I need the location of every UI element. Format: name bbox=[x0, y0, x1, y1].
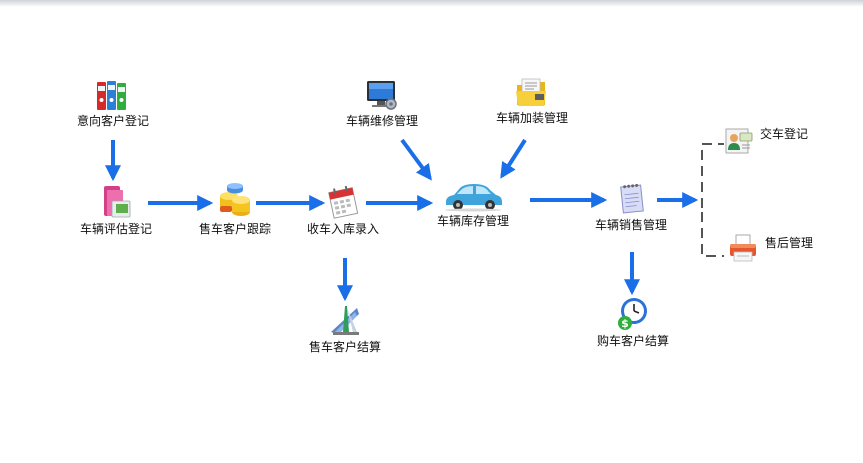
binders-icon bbox=[97, 81, 126, 110]
label-vehicle-repair-management: 车辆维修管理 bbox=[345, 114, 418, 128]
label-intent-customer-register: 意向客户登记 bbox=[76, 114, 149, 128]
arrow-repair-to-inventory bbox=[400, 138, 432, 181]
label-vehicle-inventory-management: 车辆库存管理 bbox=[436, 214, 509, 228]
calendar-icon bbox=[328, 185, 359, 219]
node-purchase-customer-settlement[interactable]: $ 购车客户结算 bbox=[592, 296, 674, 348]
label-vehicle-sales-management: 车辆销售管理 bbox=[594, 218, 667, 232]
label-vehicle-intake-entry: 收车入库录入 bbox=[306, 222, 379, 236]
node-vehicle-repair-management[interactable]: 车辆维修管理 bbox=[341, 78, 423, 128]
notepad-icon bbox=[620, 183, 644, 214]
dashed-branch-delivery bbox=[701, 143, 724, 208]
label-after-sales-management: 售后管理 bbox=[765, 236, 814, 250]
node-vehicle-intake-entry[interactable]: 收车入库录入 bbox=[302, 184, 384, 236]
node-vehicle-addon-management[interactable]: 车辆加装管理 bbox=[491, 77, 573, 125]
dashed-branch-aftersales bbox=[701, 212, 724, 257]
drafting-tools-icon bbox=[331, 306, 359, 335]
window-top-edge bbox=[0, 0, 863, 7]
label-sales-customer-tracking: 售车客户跟踪 bbox=[198, 222, 271, 236]
label-sales-customer-settlement: 售车客户结算 bbox=[308, 340, 381, 354]
database-coins-icon bbox=[220, 183, 250, 216]
node-sales-customer-tracking[interactable]: 售车客户跟踪 bbox=[195, 182, 275, 236]
contact-card-icon bbox=[725, 128, 753, 154]
node-sales-customer-settlement[interactable]: 售车客户结算 bbox=[304, 302, 386, 354]
node-intent-customer-register[interactable]: 意向客户登记 bbox=[73, 78, 153, 128]
label-vehicle-addon-management: 车辆加装管理 bbox=[495, 111, 568, 125]
printer-icon bbox=[730, 234, 756, 262]
svg-text:$: $ bbox=[621, 317, 629, 330]
arrow-addon-to-inventory bbox=[500, 138, 527, 179]
node-vehicle-inventory-management[interactable]: 车辆库存管理 bbox=[432, 182, 514, 228]
clock-money-icon: $ bbox=[618, 298, 647, 330]
car-icon bbox=[445, 184, 502, 212]
label-purchase-customer-settlement: 购车客户结算 bbox=[596, 334, 669, 348]
label-vehicle-evaluation-register: 车辆评估登记 bbox=[79, 222, 152, 236]
monitor-gear-icon bbox=[367, 81, 397, 110]
node-delivery-register[interactable]: 交车登记 bbox=[723, 124, 823, 158]
folder-documents-icon bbox=[104, 186, 131, 218]
label-delivery-register: 交车登记 bbox=[760, 127, 809, 141]
folder-document-icon bbox=[516, 78, 546, 106]
node-vehicle-evaluation-register[interactable]: 车辆评估登记 bbox=[76, 184, 156, 236]
node-vehicle-sales-management[interactable]: 车辆销售管理 bbox=[590, 182, 672, 232]
node-after-sales-management[interactable]: 售后管理 bbox=[727, 232, 827, 268]
